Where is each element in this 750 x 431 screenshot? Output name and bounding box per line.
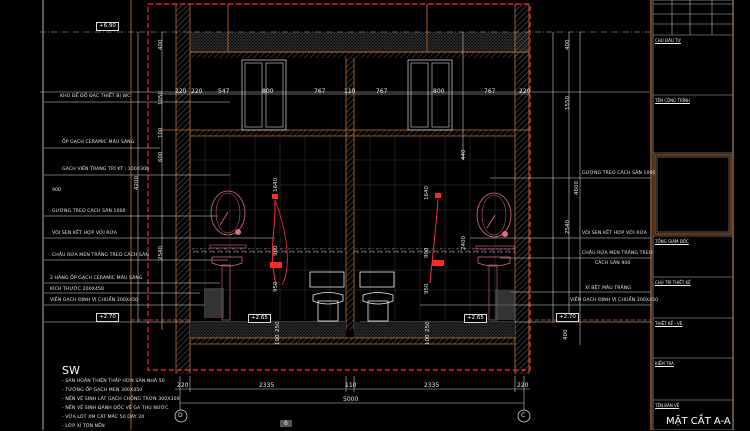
vdim-inner: 950 <box>273 281 279 293</box>
tb-field-checker: KIỂM TRA <box>655 361 674 366</box>
tb-field-owner: CHỦ ĐẦU TƯ <box>655 38 681 43</box>
annotation-left: 2 HÀNG ỐP GẠCH CERAMIC MÀU SÁNG <box>50 276 143 281</box>
tb-field-sheet-name: TÊN BẢN VẼ <box>655 403 680 408</box>
note-item: - LỚP XỈ TÔN NỀN <box>62 424 105 429</box>
vdim-inner: 440 <box>461 149 467 161</box>
annotation-left: CHẬU RỬA MEN TRẮNG TREO CÁCH SÀN <box>52 253 149 258</box>
vdim-inner: 900 <box>273 245 279 257</box>
note-item: - NỀN VỆ SINH ĐÁNH DỐC VỀ GA THU NƯỚC <box>62 406 169 411</box>
dim-bottom: 2335 <box>259 382 275 389</box>
vdim-right: 4600 <box>574 181 580 195</box>
annotation-right: CÁCH SÀN 900 <box>595 261 631 266</box>
notes-block: SW - SÀN HOÀN THIỆN THẤP HƠN SÀN NHÀ 50 … <box>62 364 180 431</box>
level-floor-left: +2.70 <box>96 313 119 322</box>
tb-field-project: TÊN CÔNG TRÌNH <box>655 98 690 103</box>
level-floor-right: +2.70 <box>556 313 579 322</box>
vdim-inner: 1640 <box>273 178 279 192</box>
vdim-inner: 250 <box>275 321 281 333</box>
annotation-left: GƯƠNG TREO CÁCH SÀN 1000 <box>52 209 126 214</box>
dim-bottom: 110 <box>345 382 357 389</box>
annotation-left: KÍCH THƯỚC 200X450 <box>50 287 105 292</box>
tb-field-director: TỔNG GIÁM ĐỐC <box>655 239 689 244</box>
annotation-left: VÒI SEN KẾT HỢP VỚI RỬA <box>52 231 117 236</box>
vdim-right: 2540 <box>565 220 571 234</box>
annotation-right: VIỀN GẠCH ĐỊNH VỊ CHUẨN 300X450 <box>570 298 659 303</box>
vdim-left: 400 <box>158 39 164 51</box>
vdim-inner: 100 <box>425 334 431 346</box>
sheet-title: MẶT CẮT A-A <box>666 416 731 427</box>
annotation-right: VÒI SEN KẾT HỢP VỚI RỬA <box>582 231 647 236</box>
vdim-right: 400 <box>563 329 569 341</box>
axis-label-c: C <box>521 412 526 419</box>
dim-bottom: 220 <box>177 382 189 389</box>
annotation-left: GẠCH VIỀN TRANG TRÍ KT : 100X300 <box>62 167 150 172</box>
dim-top: 547 <box>218 88 230 95</box>
dim-overall: 5000 <box>343 396 359 403</box>
annotation-left: ỐP GẠCH CERAMIC MÀU SÁNG <box>62 140 135 145</box>
dim-top: 110 <box>344 88 356 95</box>
note-item: - VỮA LÓT XM CÁT MÁC 50 DÀY 20 <box>62 415 145 420</box>
dim-top: 220 <box>519 88 531 95</box>
dim-top: 800 <box>433 88 445 95</box>
annotation-right: GƯƠNG TREO CÁCH SÀN 1000 <box>582 171 656 176</box>
annotation-left: VIỀN GẠCH ĐỊNH VỊ CHUẨN 300X450 <box>50 298 139 303</box>
axis-label-d: D <box>178 412 183 419</box>
tb-field-designer: THIẾT KẾ - VẼ <box>655 321 683 326</box>
vdim-left: 100 <box>158 127 164 139</box>
dim-top: 767 <box>314 88 326 95</box>
notes-title: SW <box>62 364 80 377</box>
level-wet-right: +2.65 <box>464 314 487 323</box>
vdim-right: 400 <box>565 39 571 51</box>
vdim-left: 4200 <box>134 176 140 190</box>
vdim-inner: 2400 <box>461 236 467 250</box>
vdim-left: 2540 <box>158 246 164 260</box>
vdim-right: 1550 <box>565 96 571 110</box>
tb-field-lead-designer: CHỦ TRÌ THIẾT KẾ <box>655 280 691 285</box>
vdim-left: 1050 <box>158 91 164 105</box>
dim-bottom: 2335 <box>424 382 440 389</box>
note-item: - SÀN HOÀN THIỆN THẤP HƠN SÀN NHÀ 50 <box>62 379 165 384</box>
level-wet-left: +2.65 <box>248 314 271 323</box>
level-top: +6.90 <box>96 22 119 31</box>
note-item: - NỀN VỆ SINH LÁT GẠCH CHỐNG TRƠN 300X30… <box>62 397 180 402</box>
dim-top: 800 <box>262 88 274 95</box>
annotation-left: KHO ĐỂ ĐỒ ĐẠC THIẾT BỊ WC <box>60 94 131 99</box>
annotation-right: XÍ BỆT MÀU TRẮNG <box>585 286 631 291</box>
annotation-left: 900 <box>52 188 62 193</box>
dim-top: 767 <box>376 88 388 95</box>
dim-bottom: 220 <box>517 382 529 389</box>
vdim-left: 600 <box>158 151 164 163</box>
vdim-inner: 950 <box>424 283 430 295</box>
dim-top: 767 <box>484 88 496 95</box>
dim-top: 220 <box>191 88 203 95</box>
note-item: - TƯỜNG ỐP GẠCH MEN 300X450 <box>62 388 143 393</box>
dim-top: 220 <box>175 88 187 95</box>
annotation-right: CHẬU RỬA MEN TRẮNG TREO <box>582 251 653 256</box>
vdim-inner: 900 <box>424 247 430 259</box>
vdim-inner: 250 <box>425 321 431 333</box>
section-marker: 6 <box>280 420 292 427</box>
vdim-inner: 1640 <box>424 186 430 200</box>
vdim-inner: 100 <box>275 334 281 346</box>
